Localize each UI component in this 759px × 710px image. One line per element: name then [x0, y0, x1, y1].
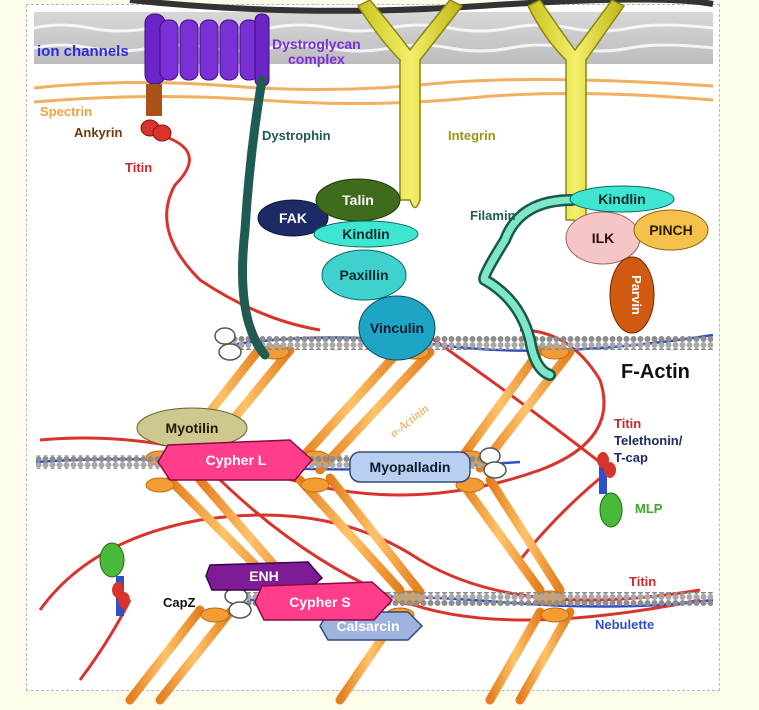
fak-label: FAK: [279, 210, 307, 226]
vinculin-protein: Vinculin: [358, 295, 436, 361]
extracellular-band: [129, 0, 714, 14]
kindlin-left-protein: Kindlin: [313, 220, 419, 248]
ion-channels-label: ion channels: [37, 43, 129, 60]
integrin-left-icon: [356, 0, 464, 209]
pinch-label: PINCH: [649, 222, 693, 238]
f-actin-label: F-Actin: [621, 361, 690, 383]
talin-label: Talin: [342, 192, 374, 208]
dystroglycan-label-line2: complex: [288, 51, 345, 67]
titin-top-label: Titin: [125, 160, 152, 175]
alpha-actinin-rods: [125, 343, 575, 705]
integrin-right-icon: [526, 0, 626, 229]
paxillin-protein: Paxillin: [321, 249, 407, 301]
calsarcin-label: Calsarcin: [336, 618, 399, 634]
spectrin-label: Spectrin: [40, 104, 92, 119]
telethonin-label-line2: T-cap: [614, 450, 648, 465]
telethonin-mlp-right-icon: [597, 452, 623, 528]
cypher-l-label: Cypher L: [206, 452, 267, 468]
paxillin-label: Paxillin: [339, 267, 388, 283]
myotilin-label: Myotilin: [166, 420, 219, 436]
ankyrin-icon: [140, 119, 172, 142]
telethonin-mlp-left-icon: [99, 542, 130, 616]
pinch-protein: PINCH: [633, 209, 709, 251]
nebulette-label: Nebulette: [595, 617, 654, 632]
myopalladin-protein: Myopalladin: [349, 451, 471, 483]
cypher-s-protein: Cypher S: [254, 581, 394, 621]
titin-bottom-label: Titin: [629, 574, 656, 589]
vinculin-label: Vinculin: [370, 320, 424, 336]
titin-right-label: Titin: [614, 416, 641, 431]
kindlin-right-protein: Kindlin: [569, 185, 675, 213]
parvin-protein: Parvin: [609, 256, 655, 334]
spectrin-filaments: [33, 77, 714, 106]
actin-cap-blobs: [214, 327, 507, 619]
talin-protein: Talin: [315, 178, 401, 222]
dystroglycan-label-line1: Dystroglycan: [272, 36, 361, 52]
ilk-label: ILK: [592, 230, 615, 246]
fak-protein: FAK: [257, 199, 329, 237]
mlp-label: MLP: [635, 501, 663, 516]
filamin-filament: [480, 196, 576, 379]
cypher-l-protein: Cypher L: [157, 439, 314, 481]
ankyrin-stalk: [146, 84, 162, 116]
ankyrin-label: Ankyrin: [74, 125, 122, 140]
alpha-actinin-label: α-Actinin: [387, 401, 431, 440]
myopalladin-label: Myopalladin: [370, 459, 451, 475]
ion-channel-icon: [144, 13, 270, 87]
telethonin-label-line1: Telethonin/: [614, 433, 683, 448]
capz-label: CapZ: [163, 595, 196, 610]
dystrophin-filament: [238, 75, 270, 360]
enh-label: ENH: [249, 568, 279, 584]
integrin-label: Integrin: [448, 128, 496, 143]
filamin-label: Filamin: [470, 208, 516, 223]
dystrophin-label: Dystrophin: [262, 128, 331, 143]
parvin-label: Parvin: [629, 275, 644, 315]
cypher-s-label: Cypher S: [289, 594, 350, 610]
kindlin-left-label: Kindlin: [342, 226, 389, 242]
ilk-protein: ILK: [565, 211, 641, 265]
kindlin-right-label: Kindlin: [598, 191, 645, 207]
